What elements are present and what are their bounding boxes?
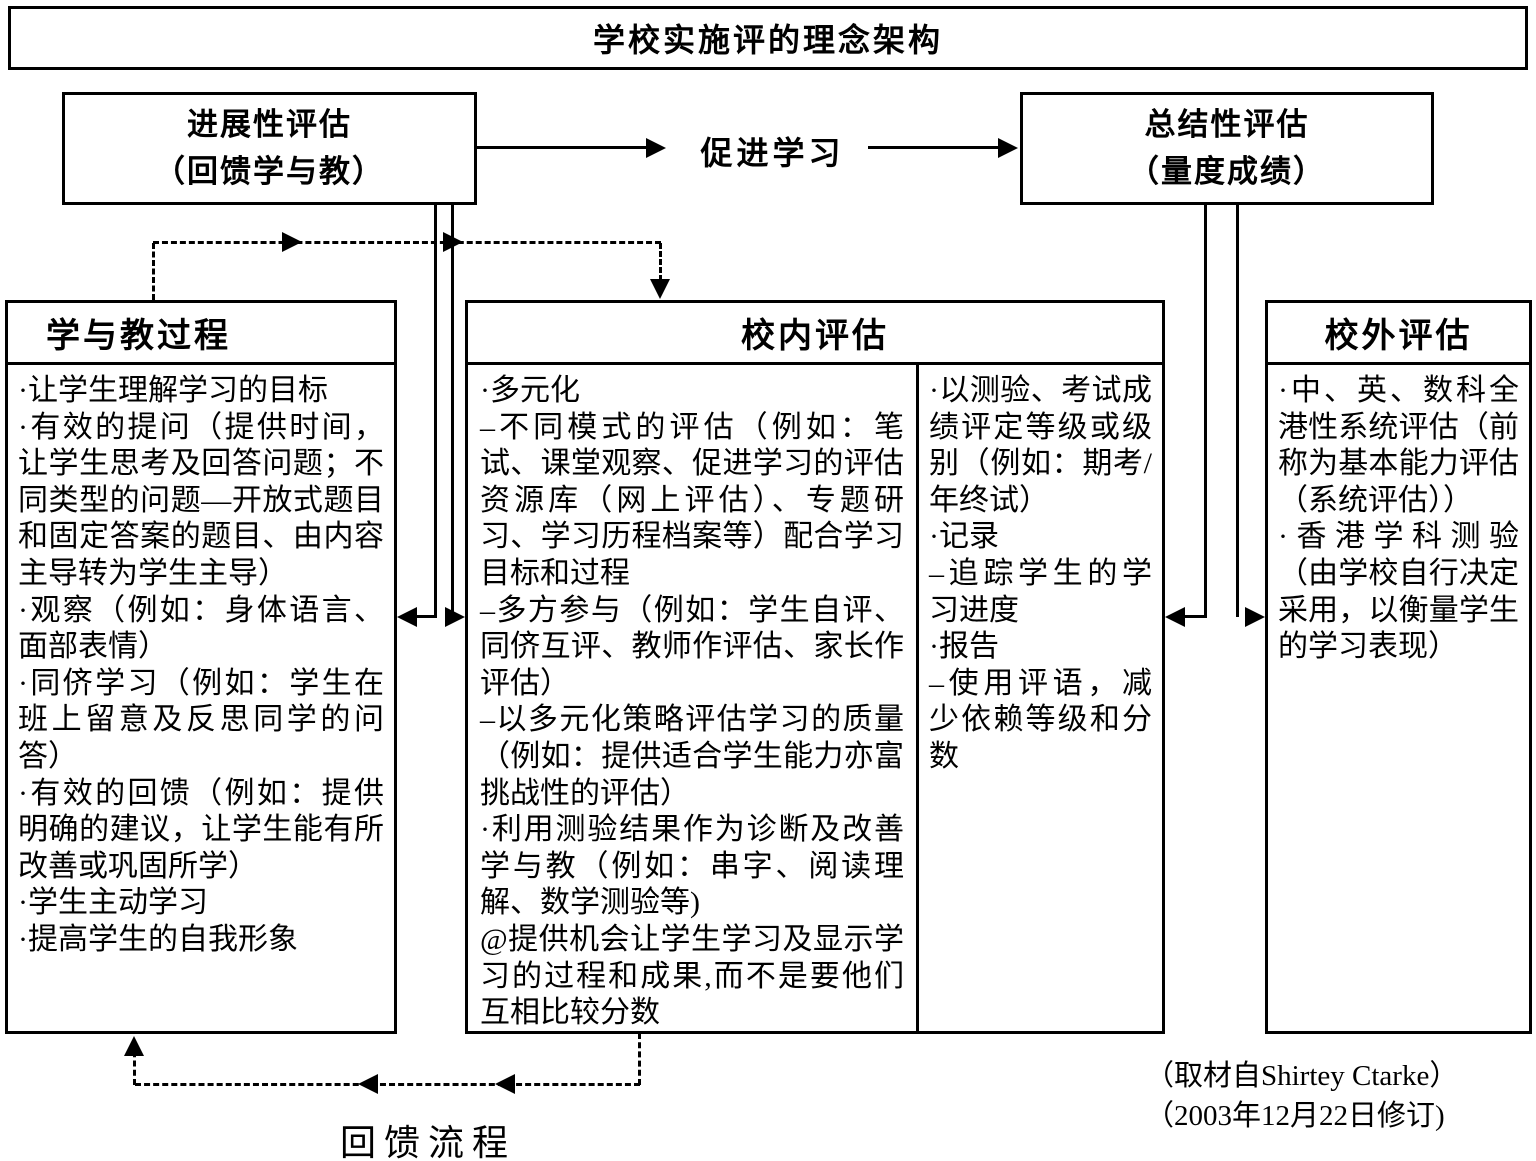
summative-assessment-label: 总结性评估 xyxy=(1144,107,1310,142)
formative-down-line-left xyxy=(434,205,437,617)
source-note: （取材自Shirtey Ctarke） （2003年12月22日修订) xyxy=(1145,1056,1535,1136)
external-item: ·中、英、数科全港性系统评估（前称为基本能力评估（系统评估）） xyxy=(1278,374,1519,517)
feedback-top-riser xyxy=(152,243,155,300)
internal-assessment-header: 校内评估 xyxy=(468,303,1162,365)
internal-left-item: ·多元化 xyxy=(480,374,580,407)
formative-to-process-arrow-head xyxy=(397,607,417,627)
feedback-bottom-arrow-head-2 xyxy=(358,1074,378,1094)
feedback-bottom-line xyxy=(135,1083,640,1086)
internal-assessment-left-column: ·多元化 –不同模式的评估（例如：笔试、课堂观察、促进学习的评估资源库（网上评估… xyxy=(468,365,916,1034)
formative-down-line-right xyxy=(451,205,454,617)
source-note-line1: （取材自Shirtey Ctarke） xyxy=(1145,1060,1459,1092)
formative-assessment-box: 进展性评估 （回馈学与教） xyxy=(62,92,477,205)
process-item: ·学生主动学习 xyxy=(18,886,208,920)
summative-to-internal-stub xyxy=(1183,615,1207,618)
diagram-title: 学校实施评的理念架构 xyxy=(8,6,1528,70)
feedback-bottom-dropper xyxy=(638,1033,641,1085)
promote-learning-label: 促进学习 xyxy=(700,135,845,171)
internal-assessment-box: 校内评估 ·多元化 –不同模式的评估（例如：笔试、课堂观察、促进学习的评估资源库… xyxy=(465,300,1165,1034)
summative-to-external-arrow-head xyxy=(1245,607,1265,627)
arrow-label-to-summative-line xyxy=(868,146,1000,149)
summative-assessment-box: 总结性评估 （量度成绩） xyxy=(1020,92,1434,205)
internal-right-item: –使用评语，减少依赖等级和分数 xyxy=(929,666,1152,773)
internal-left-item: –不同模式的评估（例如：笔试、课堂观察、促进学习的评估资源库（网上评估）、专题研… xyxy=(480,410,904,590)
internal-right-item: ·报告 xyxy=(929,630,999,664)
internal-right-item: ·记录 xyxy=(929,520,999,554)
feedback-flow-label: 回馈流程 xyxy=(340,1123,517,1161)
summative-down-line-right xyxy=(1236,205,1239,617)
source-note-line2: （2003年12月22日修订) xyxy=(1145,1100,1445,1133)
feedback-top-dropper xyxy=(659,243,662,281)
feedback-top-line xyxy=(153,241,661,244)
feedback-to-internal-arrow-head xyxy=(650,279,670,299)
process-item: ·让学生理解学习的目标 xyxy=(18,374,328,407)
feedback-to-process-arrow-head xyxy=(124,1036,144,1056)
internal-left-item: @提供机会让学生学习及显示学习的过程和成果,而不是要他们互相比较分数 xyxy=(480,922,904,1030)
process-box-body: ·让学生理解学习的目标 ·有效的提问（提供时间，让学生思考及回答问题；不同类型的… xyxy=(8,365,394,967)
internal-assessment-right-column: ·以测验、考试成绩评定等级或级别（例如：期考/年终试） ·记录 –追踪学生的学习… xyxy=(916,365,1162,1034)
external-assessment-box: 校外评估 ·中、英、数科全港性系统评估（前称为基本能力评估（系统评估）） ·香港… xyxy=(1265,300,1532,1034)
summative-down-line-left xyxy=(1204,205,1207,617)
internal-right-item: ·以测验、考试成绩评定等级或级别（例如：期考/年终试） xyxy=(929,374,1152,517)
arrow-label-to-summative-head xyxy=(998,138,1018,158)
formative-to-process-stub xyxy=(412,615,437,618)
summative-assessment-sublabel: （量度成绩） xyxy=(1128,153,1326,189)
process-item: ·有效的回馈（例如：提供明确的建议，让学生能有所改善或巩固所学） xyxy=(18,776,384,883)
process-item: ·提高学生的自我形象 xyxy=(18,922,298,956)
process-item: ·有效的提问（提供时间，让学生思考及回答问题；不同类型的问题—开放式题目和固定答… xyxy=(18,410,384,590)
external-assessment-header: 校外评估 xyxy=(1268,303,1529,365)
formative-to-internal-arrow-head xyxy=(445,607,465,627)
process-item: ·观察（例如：身体语言、面部表情） xyxy=(18,593,384,664)
external-assessment-body: ·中、英、数科全港性系统评估（前称为基本能力评估（系统评估）） ·香港学科测验（… xyxy=(1268,365,1529,674)
external-item: ·香港学科测验（由学校自行决定采用，以衡量学生的学习表现） xyxy=(1278,520,1519,664)
internal-left-item: –多方参与（例如：学生自评、同侪互评、教师作评估、家长作评估） xyxy=(480,593,904,700)
process-item: ·同侪学习（例如：学生在班上留意及反思同学的问答） xyxy=(18,666,384,773)
feedback-top-arrow-head-2 xyxy=(443,232,463,252)
feedback-top-arrow-head-1 xyxy=(282,232,302,252)
process-box: 学与教过程 ·让学生理解学习的目标 ·有效的提问（提供时间，让学生思考及回答问题… xyxy=(5,300,397,1034)
formative-assessment-sublabel: （回馈学与教） xyxy=(154,153,385,189)
arrow-formative-to-label-line xyxy=(477,146,649,149)
internal-assessment-body: ·多元化 –不同模式的评估（例如：笔试、课堂观察、促进学习的评估资源库（网上评估… xyxy=(468,365,1162,1034)
internal-left-item: ·利用测验结果作为诊断及改善学与教（例如：串字、阅读理解、数学测验等) xyxy=(480,813,904,920)
internal-left-item: –以多元化策略评估学习的质量（例如：提供适合学生能力亦富挑战性的评估） xyxy=(480,703,904,810)
feedback-bottom-riser xyxy=(133,1042,136,1085)
internal-right-item: –追踪学生的学习进度 xyxy=(929,556,1152,627)
formative-assessment-label: 进展性评估 xyxy=(187,107,352,142)
feedback-bottom-arrow-head-1 xyxy=(495,1074,515,1094)
summative-to-internal-arrow-head xyxy=(1165,607,1185,627)
arrow-formative-to-label-head xyxy=(646,138,666,158)
process-box-header: 学与教过程 xyxy=(8,303,394,365)
